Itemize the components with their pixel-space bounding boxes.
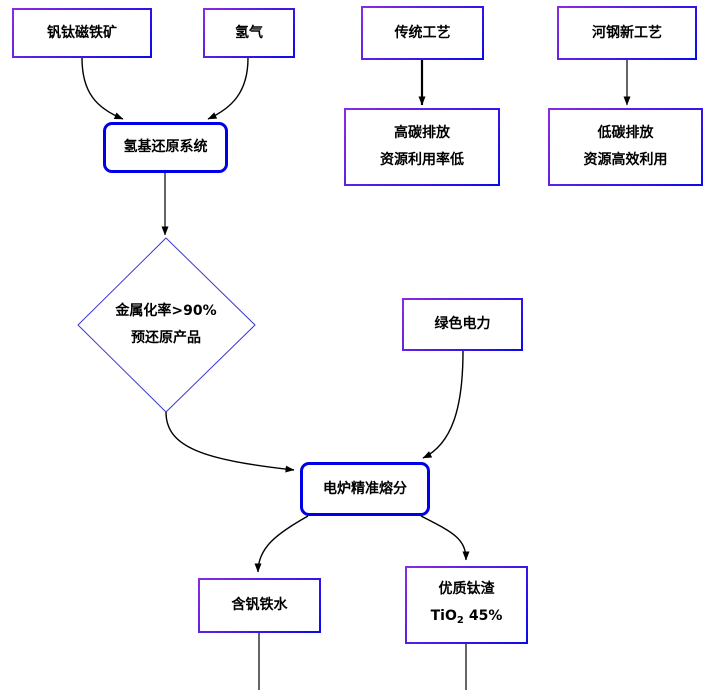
- node-green-power: 绿色电力: [402, 298, 523, 351]
- low-carbon-line1: 低碳排放: [597, 125, 654, 141]
- tio2-percentage: 45%: [468, 608, 503, 624]
- node-hydrogen-label: 氢气: [235, 24, 263, 41]
- node-hbis-label: 河钢新工艺: [592, 24, 662, 41]
- node-electric-furnace: 电炉精准熔分: [300, 462, 430, 516]
- edge-furnace-to-slag: [420, 515, 470, 561]
- node-traditional-label: 传统工艺: [394, 24, 451, 41]
- node-reduction-label: 氢基还原系统: [123, 139, 208, 155]
- edge-green-power-to-furnace: [422, 350, 464, 459]
- edge-ore-to-reduction: [81, 57, 124, 120]
- tio2-subscript: 2: [456, 615, 464, 626]
- node-hydrogen-reduction-system: 氢基还原系统: [103, 122, 228, 173]
- node-ore-label: 钒钛磁铁矿: [47, 24, 117, 41]
- node-ore: 钒钛磁铁矿: [12, 8, 152, 58]
- edge-hydrogen-to-reduction: [207, 57, 249, 120]
- furnace-label: 电炉精准熔分: [323, 480, 407, 497]
- node-decision-text: 金属化率>90% 预还原产品: [86, 296, 246, 354]
- node-traditional-process: 传统工艺: [361, 6, 484, 60]
- high-carbon-line1: 高碳排放: [394, 125, 450, 141]
- low-carbon-line2: 资源高效利用: [583, 152, 668, 168]
- titanium-slag-line2: TiO2 45%: [431, 603, 503, 634]
- vanadium-iron-label: 含钒铁水: [231, 597, 288, 613]
- titanium-slag-line1: 优质钛渣: [438, 581, 495, 597]
- node-low-carbon-result: 低碳排放 资源高效利用: [548, 108, 703, 186]
- node-vanadium-iron: 含钒铁水: [198, 578, 321, 633]
- node-hydrogen: 氢气: [203, 8, 295, 58]
- high-carbon-line2: 资源利用率低: [380, 152, 464, 168]
- edge-decision-to-furnace: [165, 411, 295, 473]
- green-power-label: 绿色电力: [434, 316, 491, 332]
- tio2-prefix: TiO: [430, 608, 457, 624]
- node-hbis-new-process: 河钢新工艺: [557, 6, 697, 60]
- node-high-carbon-result: 高碳排放 资源利用率低: [344, 108, 500, 186]
- edge-furnace-to-iron: [254, 515, 309, 573]
- decision-line1: 金属化率>90%: [115, 303, 217, 319]
- node-titanium-slag: 优质钛渣 TiO2 45%: [405, 566, 528, 644]
- decision-line2: 预还原产品: [131, 330, 201, 346]
